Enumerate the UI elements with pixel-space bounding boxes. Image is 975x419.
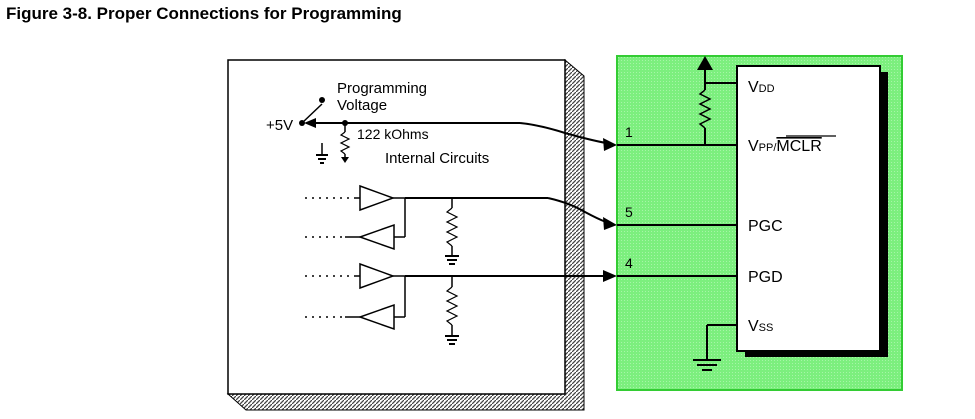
resistor-label: 122 kOhms [357,126,429,142]
pin-label-pgd: PGD [748,269,783,286]
prog-voltage-label-1: Programming [337,80,427,97]
buffer-group-pgc [305,184,548,265]
internal-pulldown [339,123,351,163]
vss-ground [693,324,737,371]
pin-label-pgc: PGC [748,218,783,235]
plus5v-label: +5V [266,117,293,134]
device-box [616,55,903,391]
wire-vpp [519,122,607,144]
vdd-pullup [697,56,737,145]
prog-voltage-node [319,97,325,103]
pin-number-pgc: 5 [625,204,633,220]
programmer-box [226,58,585,411]
prog-voltage-label-2: Voltage [337,97,387,114]
pin-label-vss: VSS [748,318,773,335]
pin-number-pgd: 4 [625,255,633,271]
ground-symbol-left [316,143,328,164]
wire-pgc [547,197,607,223]
figure-title: Figure 3-8. Proper Connections for Progr… [6,4,402,23]
pin-label-vdd: VDD [748,79,775,96]
pin-label-vpp-mclr: VPP/MCLR [748,138,822,155]
pin-number-vpp: 1 [625,124,633,140]
wire-pgd-arrow [603,270,617,282]
internal-circuits-label: Internal Circuits [385,150,489,167]
buffer-group-pgd [305,262,608,345]
